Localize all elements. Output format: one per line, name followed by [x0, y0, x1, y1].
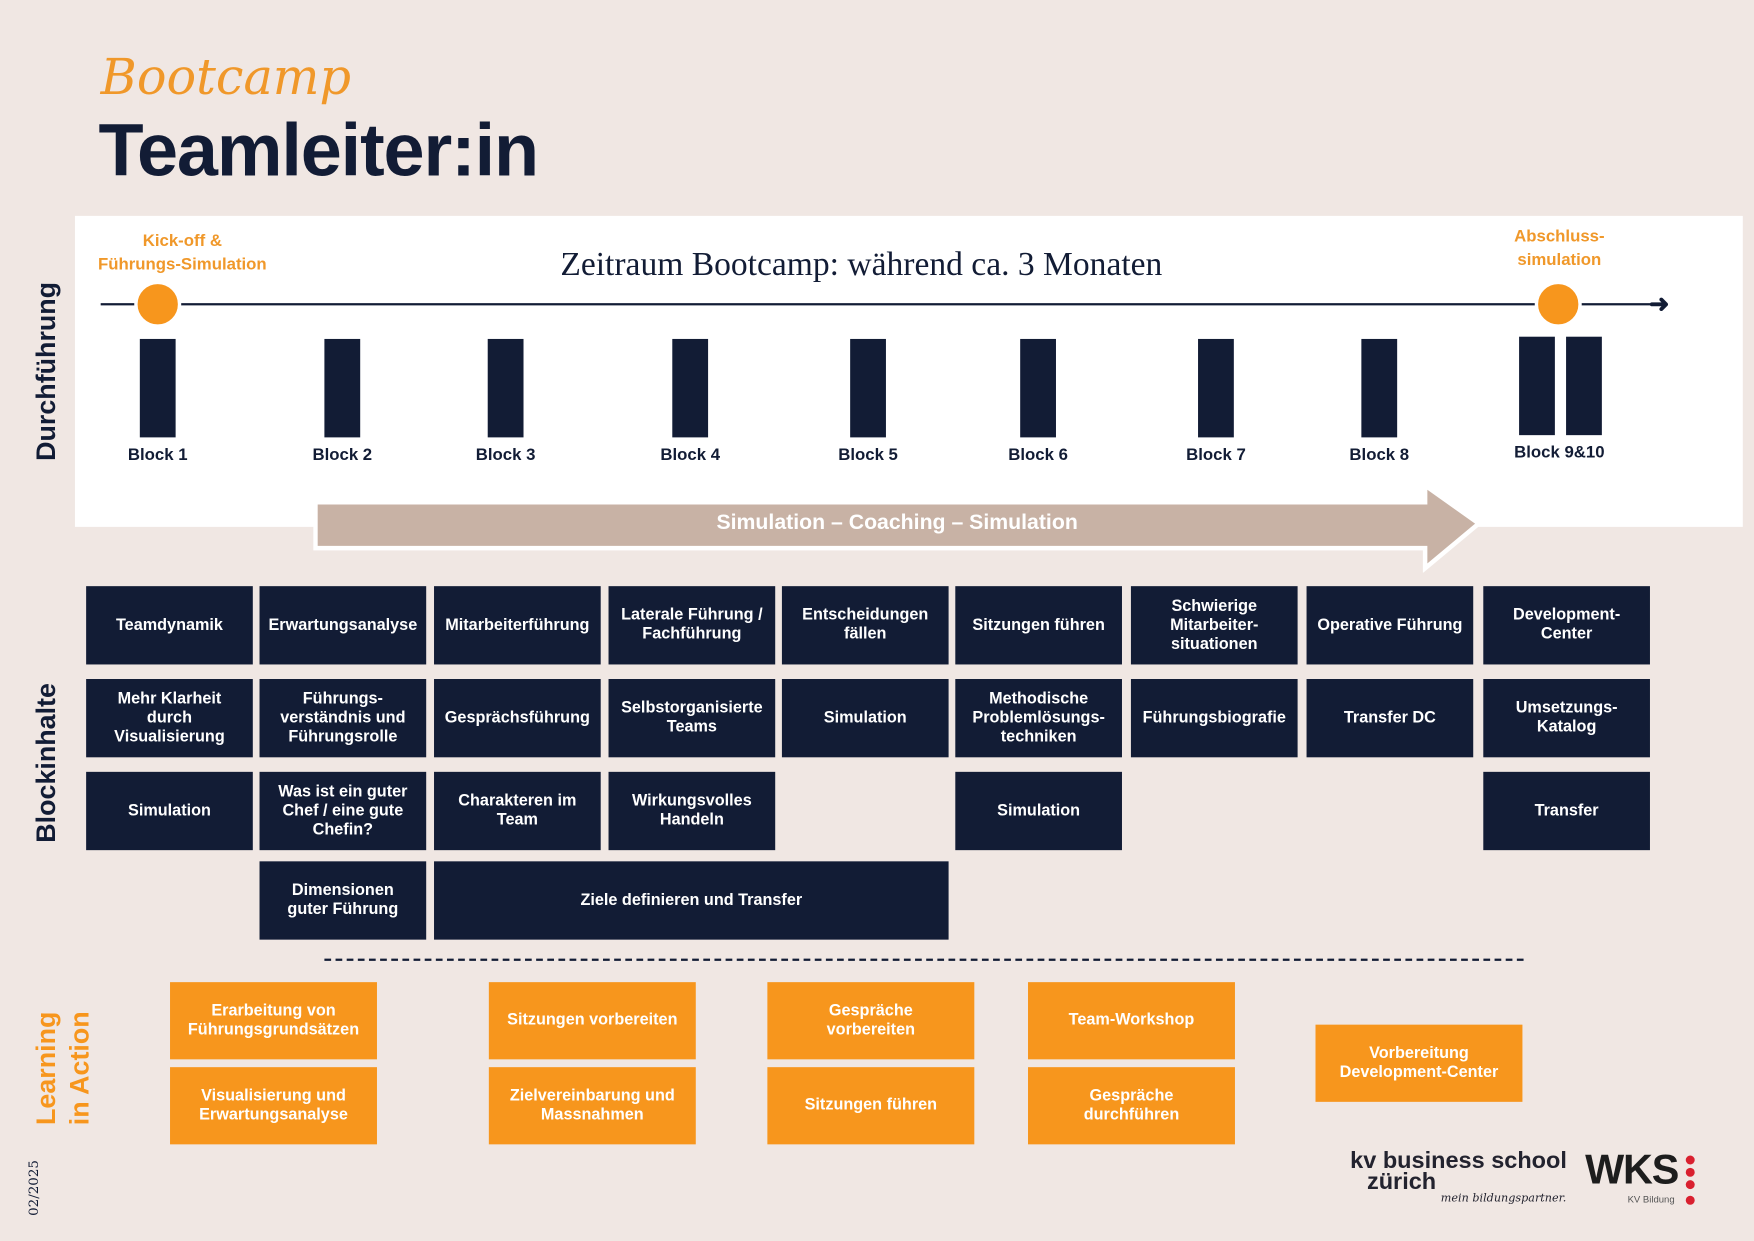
content-cell: Ziele definieren und Transfer: [434, 861, 949, 940]
content-cell: Wirkungsvolles Handeln: [608, 771, 776, 851]
kv-logo-line1: kv business school: [1350, 1147, 1567, 1174]
content-cell: Methodische Problemlösungs- techniken: [955, 679, 1122, 758]
block-label: Block 4: [660, 445, 721, 465]
logo-dot: [1685, 1155, 1695, 1165]
kv-logo-tagline: mein bildungspartner.: [1440, 1192, 1567, 1205]
final-simulation-label: Abschluss- simulation: [1514, 227, 1605, 270]
block-bar: [1566, 336, 1602, 436]
content-cell: Simulation: [955, 771, 1122, 851]
content-cell: Umsetzungs- Katalog: [1483, 679, 1650, 758]
content-cell: Was ist ein guter Chef / eine gute Chefi…: [259, 771, 427, 851]
block-label: Block 1: [127, 445, 188, 465]
action-item: Zielvereinbarung und Massnahmen: [488, 1067, 696, 1145]
section-label-blockinhalte: Blockinhalte: [31, 683, 62, 843]
content-cell: Teamdynamik: [86, 586, 253, 665]
block-bar: [1198, 338, 1234, 438]
final-marker: [1534, 280, 1582, 328]
section-label-learning: Learning: [31, 1011, 62, 1125]
section-label-in-action: in Action: [64, 1011, 96, 1126]
action-item: Erarbeitung von Führungsgrundsätzen: [170, 982, 377, 1060]
subtitle: Bootcamp: [100, 49, 351, 107]
content-cell: Mitarbeiterführung: [434, 586, 601, 665]
content-cell: Schwierige Mitarbeiter- situationen: [1130, 586, 1298, 665]
page-title: Teamleiter:in: [98, 108, 539, 192]
content-cell: Gesprächsführung: [434, 679, 601, 758]
content-cell: Operative Führung: [1306, 586, 1474, 665]
action-item: Sitzungen vorbereiten: [488, 982, 696, 1060]
content-cell: Führungs- verständnis und Führungsrolle: [259, 679, 427, 758]
block-label: Block 3: [475, 445, 536, 465]
content-cell: Simulation: [86, 771, 253, 851]
simulation-coaching-arrow: [313, 483, 1483, 573]
wks-logo: WKS: [1585, 1146, 1679, 1193]
content-cell: Simulation: [781, 679, 949, 758]
block-label: Block 7: [1186, 445, 1246, 465]
block-label: Block 8: [1349, 445, 1410, 465]
kickoff-label: Kick-off & Führungs-Simulation: [97, 231, 267, 275]
wks-logo-subtitle: KV Bildung: [1627, 1193, 1675, 1205]
content-cell: Mehr Klarheit durch Visualisierung: [86, 679, 253, 758]
content-cell: Laterale Führung / Fachführung: [608, 586, 776, 665]
kickoff-marker: [134, 280, 182, 328]
logo-dot: [1685, 1180, 1695, 1190]
content-cell: Führungsbiografie: [1130, 679, 1298, 758]
block-bar: [324, 338, 361, 438]
action-item: Visualisierung und Erwartungsanalyse: [170, 1067, 377, 1145]
action-item: Vorbereitung Development-Center: [1315, 1024, 1523, 1102]
section-label-durchfuehrung: Durchführung: [31, 281, 62, 461]
arrow-label: Simulation – Coaching – Simulation: [716, 511, 1078, 535]
arrow-right-icon: ➜: [1648, 289, 1670, 318]
date: 02/2025: [25, 1160, 42, 1216]
action-item: Sitzungen führen: [767, 1067, 975, 1145]
content-cell: Erwartungsanalyse: [259, 586, 427, 665]
block-bar: [487, 338, 524, 438]
content-cell: Transfer: [1483, 771, 1650, 851]
content-cell: Charakteren im Team: [434, 771, 601, 851]
logo-dot: [1685, 1195, 1695, 1205]
content-cell: Sitzungen führen: [955, 586, 1122, 665]
timeline-line: [100, 303, 1656, 306]
content-cell: Transfer DC: [1306, 679, 1474, 758]
action-item: Gespräche durchführen: [1028, 1067, 1235, 1145]
block-label: Block 2: [312, 445, 373, 465]
block-label: Block 6: [1008, 445, 1068, 465]
content-cell: Selbstorganisierte Teams: [608, 679, 776, 758]
block-label: Block 5: [838, 445, 898, 465]
content-cell: Entscheidungen fällen: [781, 586, 949, 665]
action-item: Gespräche vorbereiten: [767, 982, 975, 1060]
kv-logo-line2: zürich: [1366, 1168, 1437, 1195]
block-bar: [1361, 338, 1398, 438]
logo-dot: [1685, 1167, 1695, 1177]
content-cell: Dimensionen guter Führung: [259, 861, 427, 940]
content-cell: Development- Center: [1483, 586, 1650, 665]
block-bar: [850, 338, 886, 438]
block-bar: [139, 338, 176, 438]
divider: [324, 958, 1524, 961]
block-bar: [1519, 336, 1555, 436]
block-label: Block 9&10: [1514, 442, 1605, 462]
action-item: Team-Workshop: [1028, 982, 1235, 1060]
timeline-title: Zeitraum Bootcamp: während ca. 3 Monaten: [560, 246, 1163, 284]
block-bar: [672, 338, 709, 438]
block-bar: [1020, 338, 1056, 438]
